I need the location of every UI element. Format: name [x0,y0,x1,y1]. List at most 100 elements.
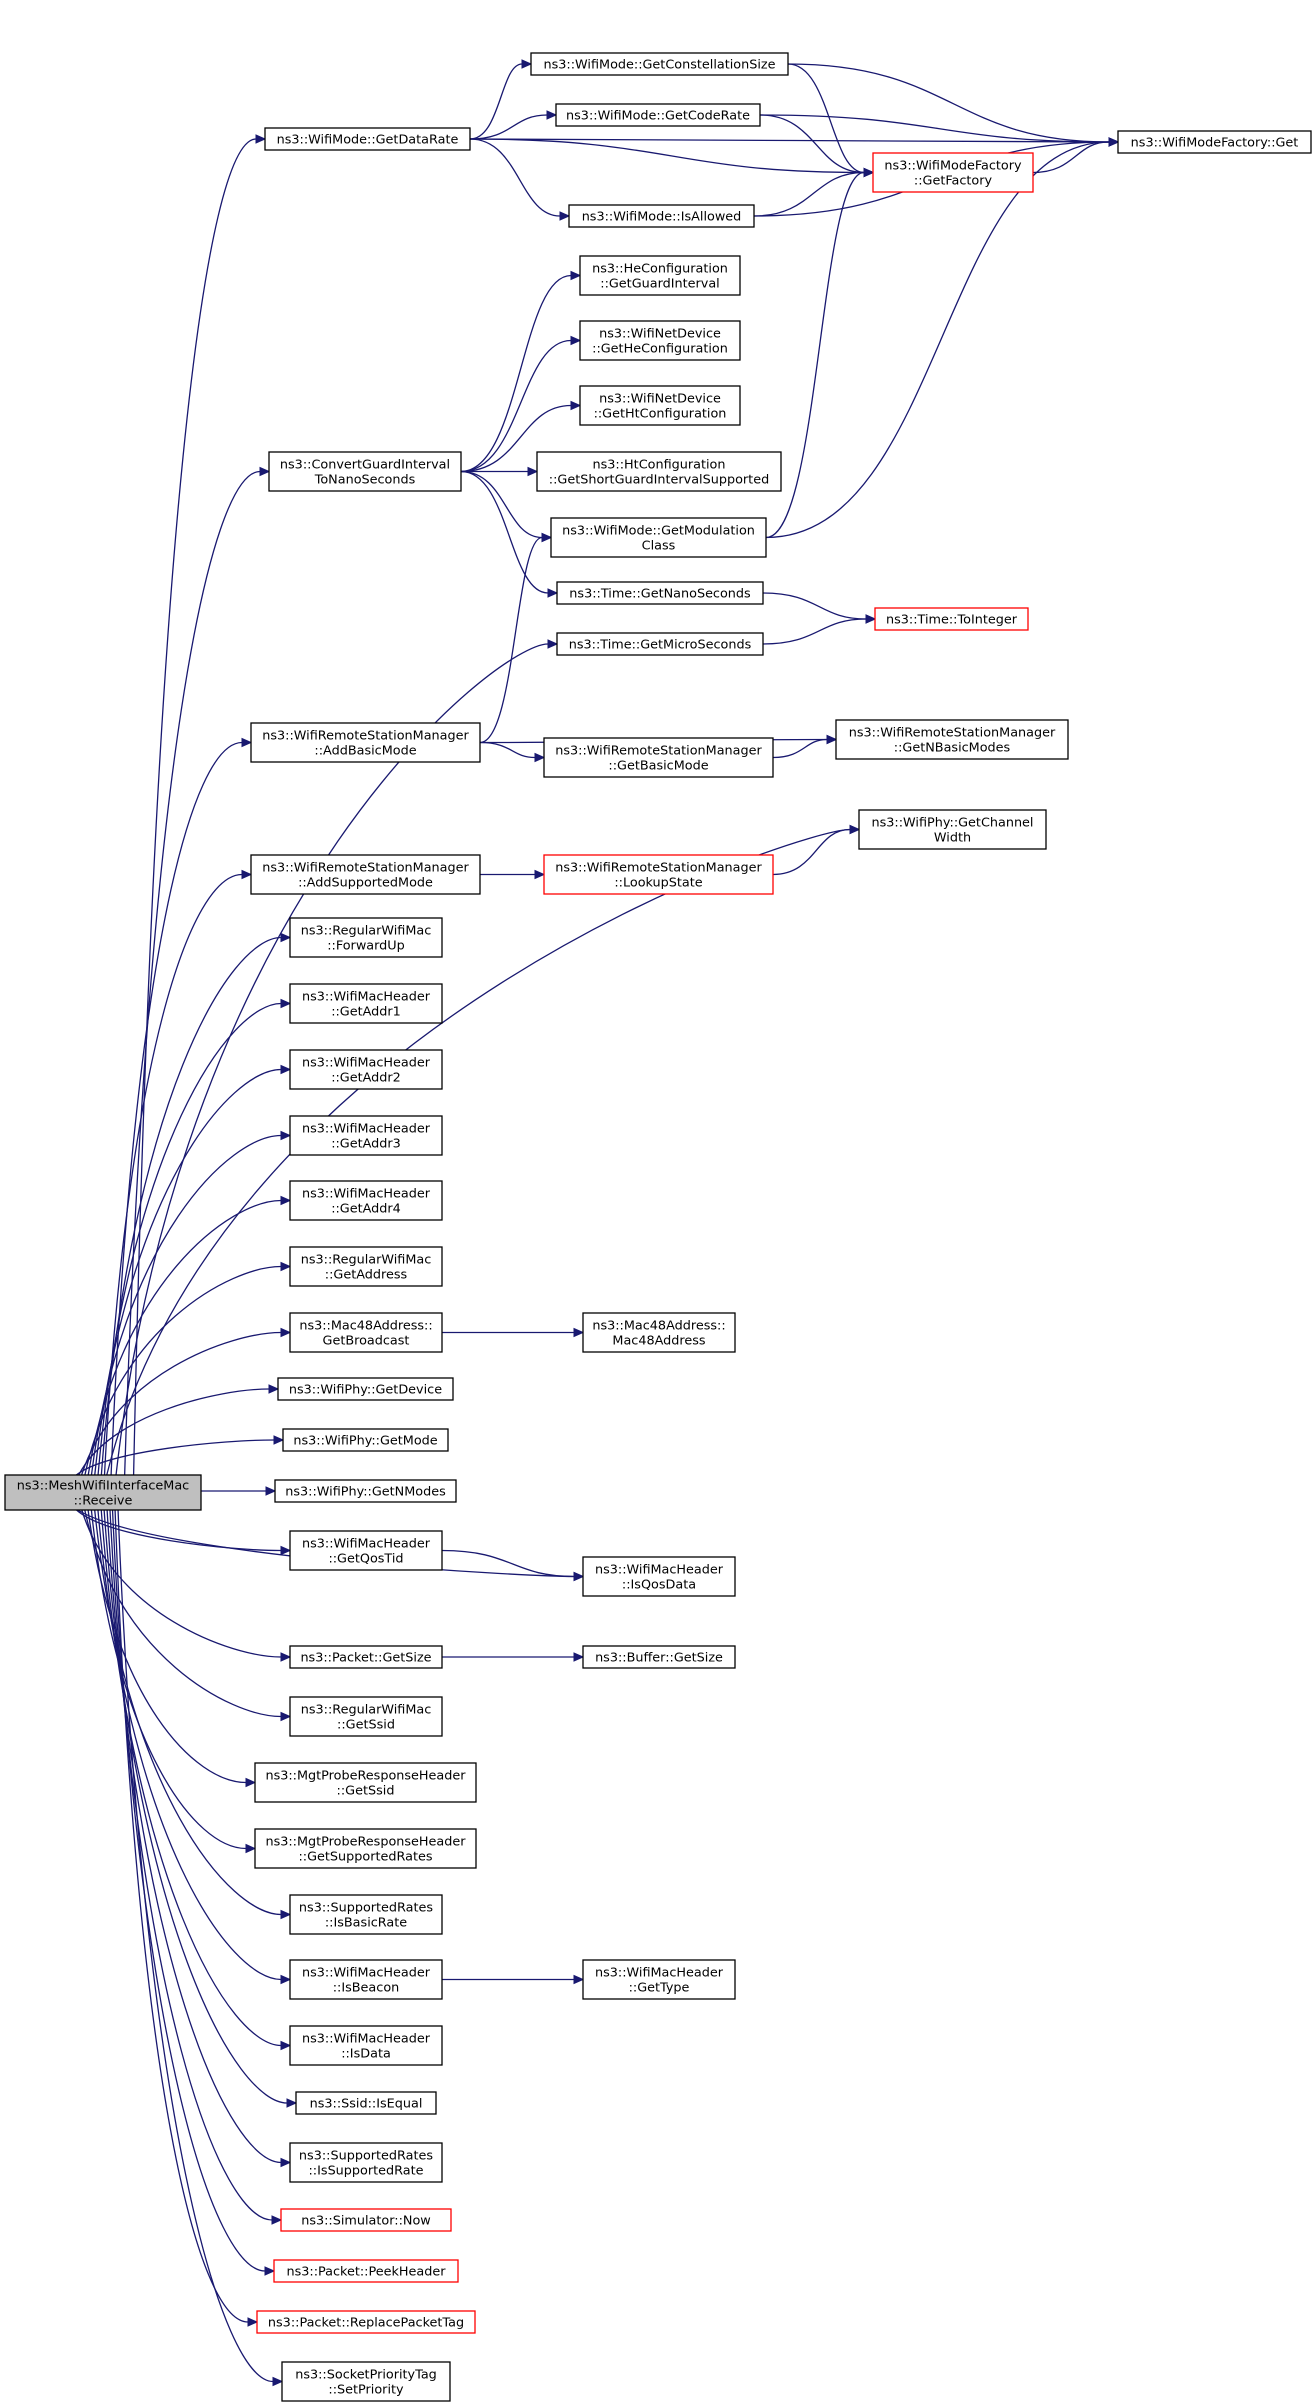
edge-getmodclass-to-getfactory [765,171,865,539]
edge-root-to-getmicro [115,643,549,1476]
node-isbasicrate[interactable]: ns3::SupportedRates::IsBasicRate [289,1894,443,1935]
node-getssid[interactable]: ns3::RegularWifiMac::GetSsid [289,1696,443,1737]
node-label: ::GetNBasicModes [894,741,1011,756]
node-getdevice[interactable]: ns3::WifiPhy::GetDevice [277,1377,454,1401]
node-label: ns3::WifiMacHeader [302,1187,431,1202]
node-label: ns3::HeConfiguration [592,262,728,277]
node-label: ns3::WifiMacHeader [595,1563,724,1578]
node-issupportedrate[interactable]: ns3::SupportedRates::IsSupportedRate [289,2142,443,2183]
edge-getdatarate-to-getcoderate [469,114,548,140]
node-htshort[interactable]: ns3::HtConfiguration::GetShortGuardInter… [536,451,782,492]
edge-arrowhead [559,211,571,221]
edge-arrowhead [865,614,877,624]
edge-root-to-getdatarate [132,138,257,1476]
node-isequal[interactable]: ns3::Ssid::IsEqual [295,2091,437,2115]
node-isbeacon[interactable]: ns3::WifiMacHeader::IsBeacon [289,1959,443,2000]
node-tointeger[interactable]: ns3::Time::ToInteger [874,607,1029,631]
node-box [250,722,481,763]
node-addr2[interactable]: ns3::WifiMacHeader::GetAddr2 [289,1049,443,1090]
node-label: ns3::RegularWifiMac [301,1253,432,1268]
node-getbroadcast[interactable]: ns3::Mac48Address::GetBroadcast [289,1312,443,1353]
node-label: Class [642,539,676,554]
node-addr3[interactable]: ns3::WifiMacHeader::GetAddr3 [289,1115,443,1156]
node-getnbasic[interactable]: ns3::WifiRemoteStationManager::GetNBasic… [835,719,1069,760]
edge-arrowhead [280,998,292,1009]
node-gethecfg[interactable]: ns3::WifiNetDevice::GetHeConfiguration [579,320,741,361]
edge-arrowhead [573,1327,585,1338]
node-label: ns3::HtConfiguration [593,458,726,473]
node-getbasicmode[interactable]: ns3::WifiRemoteStationManager::GetBasicM… [543,737,774,778]
node-box [555,103,761,127]
edge-root-to-addr3 [90,1134,282,1476]
node-label: ns3::RegularWifiMac [301,924,432,939]
node-root[interactable]: ns3::MeshWifiInterfaceMac::Receive [4,1474,202,1511]
node-factoryget[interactable]: ns3::WifiModeFactory::Get [1117,130,1312,154]
node-getdatarate[interactable]: ns3::WifiMode::GetDataRate [264,127,471,151]
node-label: ::GetHtConfiguration [594,407,727,422]
node-label: ns3::Mac48Address:: [592,1319,725,1334]
node-lookup[interactable]: ns3::WifiRemoteStationManager::LookupSta… [543,854,774,895]
node-bufsize[interactable]: ns3::Buffer::GetSize [582,1645,736,1669]
edge-getqostid-to-isqosdata [441,1549,575,1578]
node-addr4[interactable]: ns3::WifiMacHeader::GetAddr4 [289,1180,443,1221]
node-getfactory[interactable]: ns3::WifiModeFactory::GetFactory [872,152,1034,193]
node-label: ::IsQosData [622,1578,696,1593]
node-label: ::IsBasicRate [325,1916,407,1931]
node-getnano[interactable]: ns3::Time::GetNanoSeconds [556,581,764,605]
edge-arrowhead [1108,137,1120,147]
node-simnow[interactable]: ns3::Simulator::Now [280,2208,452,2232]
node-label: ns3::WifiRemoteStationManager [262,861,469,876]
node-replacetag[interactable]: ns3::Packet::ReplacePacketTag [256,2310,476,2334]
node-probessid[interactable]: ns3::MgtProbeResponseHeader::GetSsid [254,1762,477,1803]
node-addbasic[interactable]: ns3::WifiRemoteStationManager::AddBasicM… [250,722,481,763]
edge-arrowhead [863,167,875,178]
node-box [550,517,767,558]
node-forwardup[interactable]: ns3::RegularWifiMac::ForwardUp [289,917,443,958]
edge-arrowhead [521,59,533,69]
edge-convert-to-gethtcfg [460,404,572,473]
edge-arrowhead [280,2157,292,2168]
node-box [250,854,481,895]
edge-arrowhead [570,270,582,281]
node-heguard[interactable]: ns3::HeConfiguration::GetGuardInterval [579,255,741,296]
node-gethtcfg[interactable]: ns3::WifiNetDevice::GetHtConfiguration [579,385,741,426]
node-layer: ns3::MeshWifiInterfaceMac::Receivens3::W… [4,52,1312,2402]
node-getaddress[interactable]: ns3::RegularWifiMac::GetAddress [289,1246,443,1287]
node-addr1[interactable]: ns3::WifiMacHeader::GetAddr1 [289,983,443,1024]
edge-arrowhead [280,1130,292,1141]
node-peekheader[interactable]: ns3::Packet::PeekHeader [273,2259,459,2283]
edge-arrowhead [255,134,267,144]
edge-getdatarate-to-isallowed [469,138,561,217]
edge-root-to-getbroadcast [80,1331,282,1476]
edge-getcoderate-to-factoryget [759,114,1110,143]
node-getqostid[interactable]: ns3::WifiMacHeader::GetQosTid [289,1530,443,1571]
node-getnmodes[interactable]: ns3::WifiPhy::GetNModes [274,1479,457,1503]
edge-root-to-setpriority [117,1509,274,2383]
node-getmode[interactable]: ns3::WifiPhy::GetMode [282,1428,449,1452]
node-label: ns3::Mac48Address:: [299,1319,432,1334]
node-mac48[interactable]: ns3::Mac48Address::Mac48Address [582,1312,736,1353]
node-proberates[interactable]: ns3::MgtProbeResponseHeader::GetSupporte… [254,1828,477,1869]
node-getmicro[interactable]: ns3::Time::GetMicroSeconds [556,632,764,656]
node-box [264,127,471,151]
node-isqosdata[interactable]: ns3::WifiMacHeader::IsQosData [582,1556,736,1597]
node-isdata[interactable]: ns3::WifiMacHeader::IsData [289,2025,443,2066]
edge-arrowhead [534,869,546,880]
node-box [277,1377,454,1401]
node-label: ::GetBasicMode [608,759,708,774]
edge-arrowhead [280,1064,292,1075]
node-pktsize[interactable]: ns3::Packet::GetSize [289,1645,443,1669]
edge-getcoderate-to-getfactory [759,114,865,174]
node-getconst[interactable]: ns3::WifiMode::GetConstellationSize [530,52,789,76]
node-gettype[interactable]: ns3::WifiMacHeader::GetType [582,1959,736,2000]
node-setpriority[interactable]: ns3::SocketPriorityTag::SetPriority [281,2361,451,2402]
edge-getdatarate-to-getfactory [469,138,865,174]
node-addsupported[interactable]: ns3::WifiRemoteStationManager::AddSuppor… [250,854,481,895]
node-isallowed[interactable]: ns3::WifiMode::IsAllowed [568,204,755,228]
node-box [256,2310,476,2334]
node-getcoderate[interactable]: ns3::WifiMode::GetCodeRate [555,103,761,127]
edge-arrowhead [280,1261,292,1272]
